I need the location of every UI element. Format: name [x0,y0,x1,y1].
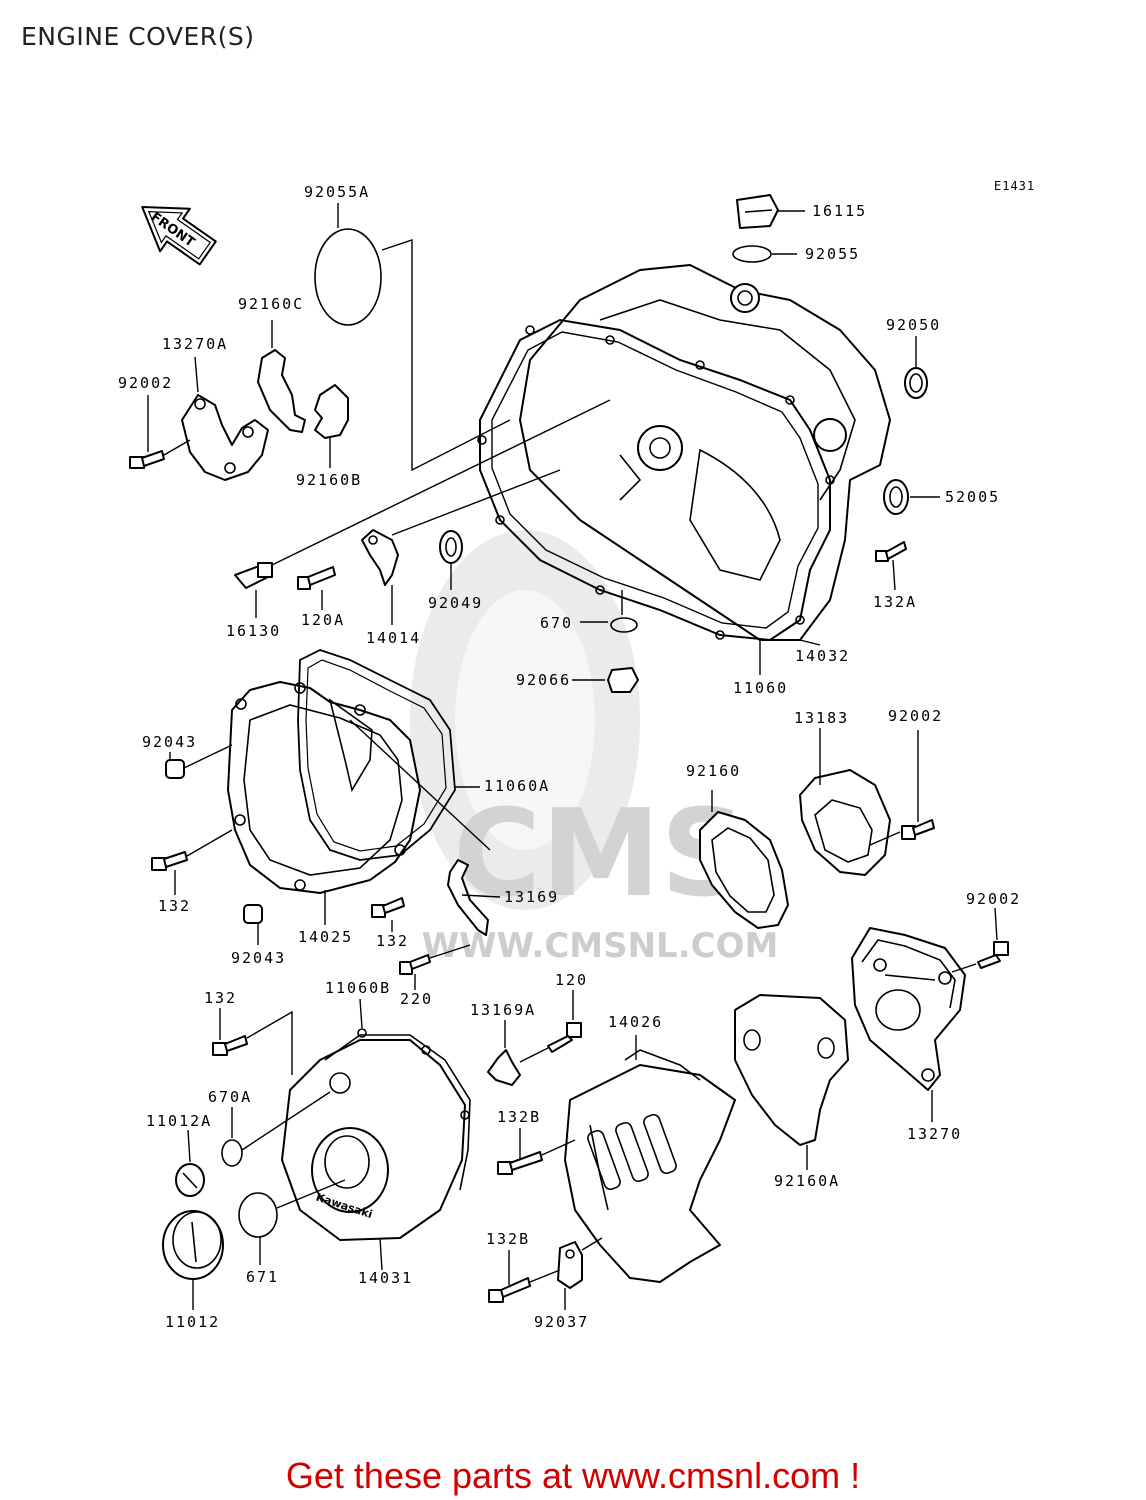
label-92049: 92049 [428,594,483,612]
part-52005-seal [883,479,940,515]
watermark-url: WWW.CMSNL.COM [422,926,779,966]
part-670-oring [580,590,638,633]
label-14032: 14032 [795,647,850,665]
watermark: CMS WWW.CMSNL.COM [410,530,778,966]
label-132A: 132A [873,593,917,611]
label-11012A: 11012A [146,1112,212,1130]
part-120-bolt [519,990,582,1063]
label-92043-b: 92043 [231,949,286,967]
label-132-b: 132 [376,932,409,950]
part-11060B-gasket [324,998,471,1191]
part-120A-bolt [297,566,336,610]
part-13270A [181,356,269,481]
label-11060: 11060 [733,679,788,697]
label-92002-a: 92002 [118,374,173,392]
label-132B-b: 132B [486,1230,530,1248]
cmsnl-link[interactable]: Get these parts at www.cmsnl.com ! [285,1455,861,1496]
label-14025: 14025 [298,928,353,946]
label-13169A: 13169A [470,1001,536,1019]
part-14026-sprocket-cover [564,1035,736,1283]
part-11060-gasket [477,318,835,675]
part-92043a-dowel [165,744,233,779]
label-11012: 11012 [165,1313,220,1331]
label-132-a: 132 [158,897,191,915]
part-13270-cover [851,927,966,1122]
label-13270A: 13270A [162,335,228,353]
part-92160C [257,320,306,433]
part-132a-bolt [151,829,233,895]
part-92043b-dowel [243,904,263,945]
part-132A-bolt [875,541,907,591]
part-92055A [314,203,511,472]
label-92160A: 92160A [774,1172,840,1190]
label-92050: 92050 [886,316,941,334]
label-11060A: 11060A [484,777,550,795]
label-92066: 92066 [516,671,571,689]
part-671-oring [238,1179,346,1265]
label-92037: 92037 [534,1313,589,1331]
front-arrow-icon: FRONT [141,206,217,266]
part-92037-clamp [557,1237,603,1310]
label-16130: 16130 [226,622,281,640]
part-11012A-plug [175,1129,205,1197]
part-92160A-plate [734,994,849,1170]
part-92002c-bolt [951,907,1009,973]
label-132B-a: 132B [497,1108,541,1126]
label-52005: 52005 [945,488,1000,506]
part-220-bolt [399,944,471,990]
label-120: 120 [555,971,588,989]
label-16115: 16115 [812,202,867,220]
label-13169: 13169 [504,888,559,906]
part-670A-oring [221,1091,331,1167]
part-132c-bolt [212,1008,293,1075]
part-132B1-bolt [497,1128,576,1175]
diagram-code: E1431 [994,179,1035,193]
part-13169-bracket [447,859,501,936]
part-14031-cover: Kawasaki [281,1039,466,1271]
label-11060B: 11060B [325,979,391,997]
label-92055: 92055 [805,245,860,263]
label-92160C: 92160C [238,295,304,313]
part-16130 [234,399,611,618]
label-14031: 14031 [358,1269,413,1287]
page-title: ENGINE COVER(S) [21,22,255,51]
label-132-c: 132 [204,989,237,1007]
part-92002b-bolt [869,730,935,846]
part-14014 [361,469,561,625]
label-92002-c: 92002 [966,890,1021,908]
label-120A: 120A [301,611,345,629]
part-92160-damper [699,790,789,929]
label-671: 671 [246,1268,279,1286]
label-92160: 92160 [686,762,741,780]
part-labels: 92055A 16115 92055 92050 52005 92160C 13… [118,183,1021,1331]
part-16115-cap [736,194,805,229]
part-92160B [314,384,349,468]
part-92002a-bolt [129,395,191,469]
label-220: 220 [400,990,433,1008]
label-670: 670 [540,614,573,632]
part-11012-plug [162,1210,224,1310]
part-11060A-gasket [297,649,491,861]
label-13183: 13183 [794,709,849,727]
part-92049-seal [439,530,463,590]
part-14032-crankcase-cover [519,264,891,641]
label-92055A: 92055A [304,183,370,201]
label-92002-b: 92002 [888,707,943,725]
label-670A: 670A [208,1088,252,1106]
label-13270: 13270 [907,1125,962,1143]
watermark-brand: CMS [453,785,747,924]
part-132B2-bolt [488,1250,561,1303]
part-92066-plug [572,667,639,693]
part-92050-seal [904,336,928,399]
label-92160B: 92160B [296,471,362,489]
part-13183-plate [799,728,891,876]
label-92043-a: 92043 [142,733,197,751]
part-13169A-bracket [487,1020,521,1086]
label-14026: 14026 [608,1013,663,1031]
part-132b-bolt [371,897,405,932]
part-14025-outer-cover [227,681,421,925]
part-92055-oring [732,245,797,263]
label-14014: 14014 [366,629,421,647]
